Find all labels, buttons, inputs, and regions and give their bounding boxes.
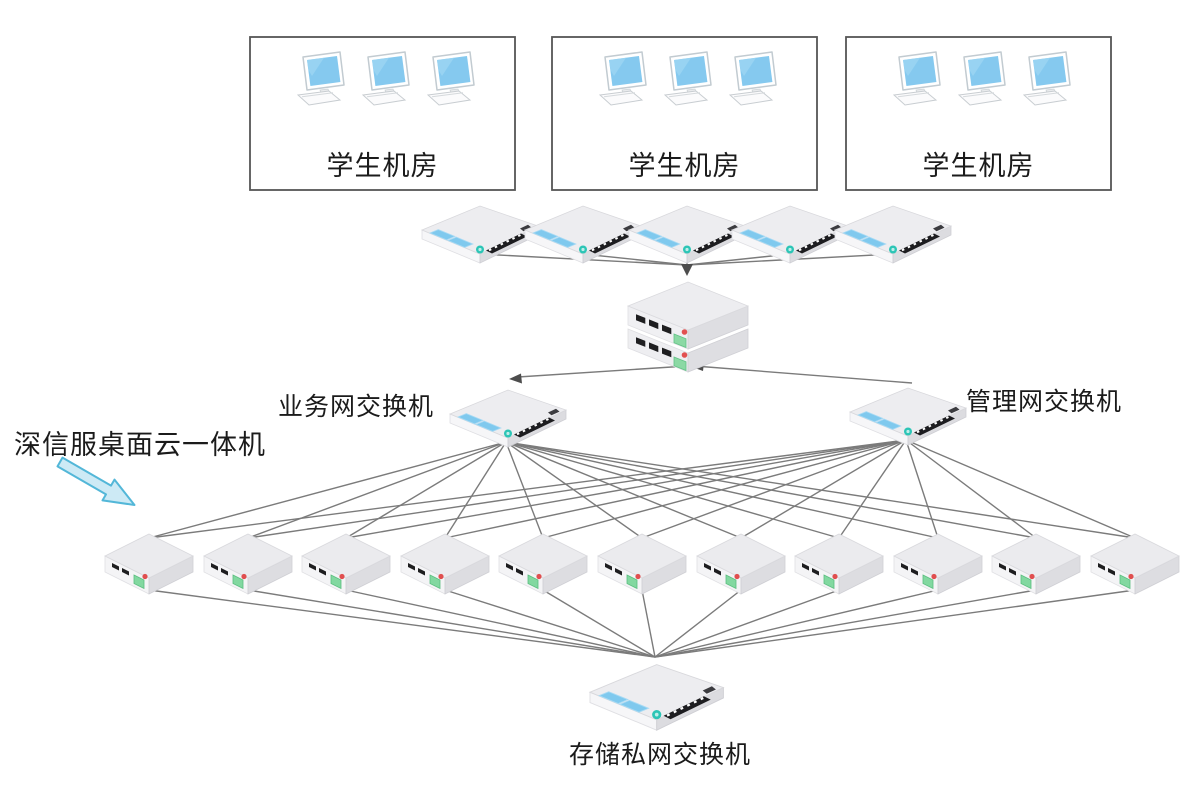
connection-line [654,589,1136,658]
computer-icon [297,51,345,106]
connection-line [505,441,1037,539]
connection-line [148,589,656,658]
connection-line [654,589,742,658]
connection-line [505,441,544,539]
computer-icon [958,51,1006,106]
appliance-annotation-label: 深信服桌面云一体机 [14,430,266,460]
business-switch-icon [449,389,567,448]
connection-line [505,441,939,539]
computer-icon [664,51,712,106]
connection-line [542,589,656,658]
student-room-label: 学生机房 [326,151,439,181]
desktop-cloud-appliance-icon [893,533,983,595]
connection-line [247,439,907,539]
computer-icon [427,51,475,106]
desktop-cloud-appliance-icon [498,533,588,595]
connection-line [505,441,840,539]
annotation-arrow-icon [56,456,136,506]
connection-line [444,589,656,658]
desktop-cloud-appliance-icon [991,533,1081,595]
computer-icon [362,51,410,106]
computer-icon [893,51,941,106]
desktop-cloud-appliance-icon [400,533,490,595]
connection-line [148,439,907,539]
connection-line [444,439,907,539]
storage-switch-icon [588,663,725,732]
connection-line [542,439,907,539]
connection-line [517,365,688,378]
student-room-label: 学生机房 [628,151,741,181]
connection-line [700,365,913,384]
access-switch-icon [628,205,746,264]
arrowhead-icon [509,373,522,384]
core-switch-stack-icon [627,281,749,373]
desktop-cloud-appliance-icon [1090,533,1180,595]
connection-line [582,253,688,266]
connection-line [247,441,507,539]
connection-line [148,441,507,539]
access-switch-icon [834,205,952,264]
desktop-cloud-appliance-icon [794,533,884,595]
business-switch-label: 业务网交换机 [278,393,435,421]
connection-line [505,441,1136,539]
connection-line [740,439,907,539]
management-switch-icon [849,387,967,446]
student-room-label: 学生机房 [922,151,1035,181]
access-switch-icon [731,205,849,264]
desktop-cloud-appliance-icon [597,533,687,595]
connection-line [505,441,742,539]
storage-switch-label: 存储私网交换机 [568,741,751,769]
connection-line [345,589,656,658]
connection-line [654,589,840,658]
connection-line [905,439,939,539]
connection-line [641,589,656,658]
desktop-cloud-appliance-icon [203,533,293,595]
connection-links [148,253,1136,658]
arrowhead-icon [681,264,693,276]
connection-line [505,441,643,539]
computer-icon [1023,51,1071,106]
connection-line [345,439,907,539]
connection-line [905,439,1037,539]
desktop-cloud-appliance-icon [301,533,391,595]
desktop-cloud-appliance-icon [696,533,786,595]
computer-icon [729,51,777,106]
connection-line [641,439,907,539]
access-switch-icon [524,205,642,264]
access-switch-icon [421,205,539,264]
connection-line [654,589,1037,658]
connection-line [444,441,507,539]
connection-line [345,441,507,539]
connection-line [247,589,656,658]
connection-line [654,589,939,658]
connection-line [838,439,907,539]
connection-line [905,439,1136,539]
desktop-cloud-appliance-icon [104,533,194,595]
computer-icon [599,51,647,106]
management-switch-label: 管理网交换机 [966,388,1123,416]
